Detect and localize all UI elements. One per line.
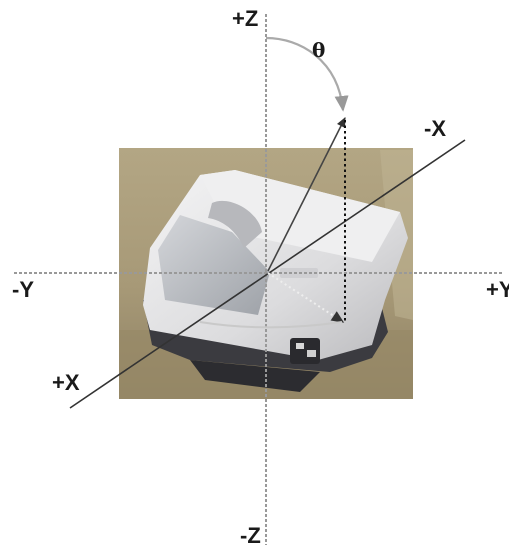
azimuth-arc xyxy=(199,321,343,329)
control-button xyxy=(296,343,304,349)
control-button xyxy=(307,350,316,357)
axis-label-plus-y: +Y xyxy=(486,277,509,302)
axis-label-plus-z: +Z xyxy=(232,6,259,31)
projector-vent xyxy=(208,200,262,248)
projector-foot xyxy=(190,360,320,392)
x-axis xyxy=(69,139,466,409)
axis-label-minus-y: -Y xyxy=(12,277,34,302)
projector-top xyxy=(200,170,400,262)
axis-label-plus-x: +X xyxy=(52,370,80,395)
axis-label-minus-z: -Z xyxy=(240,523,261,548)
theta-label: θ xyxy=(312,38,326,62)
direction-vector xyxy=(267,116,346,272)
projector-lens xyxy=(158,215,270,315)
axis-label-minus-x: -X xyxy=(424,116,446,141)
theta-angle-arc xyxy=(265,36,349,112)
